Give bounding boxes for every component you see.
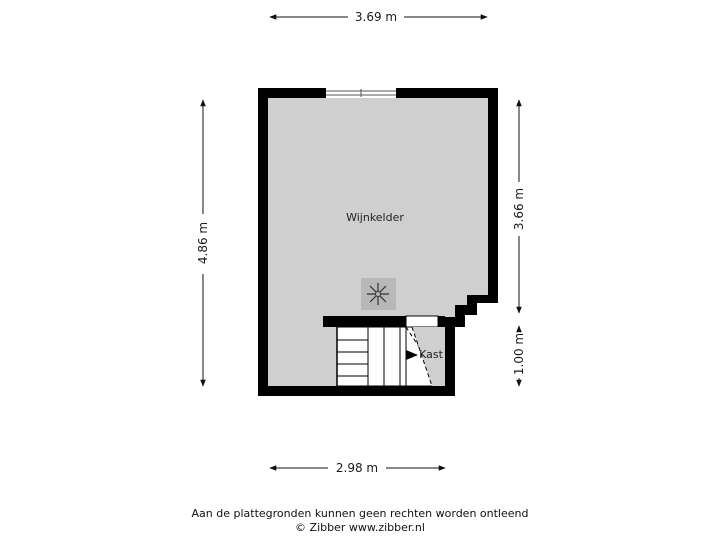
dimension-right-lower-label: 1.00 m	[512, 333, 526, 375]
dimension-right-lower: 1.00 m	[512, 325, 526, 387]
room-label-wijnkelder: Wijnkelder	[346, 211, 404, 224]
copyright-text: © Zibber www.zibber.nl	[295, 521, 425, 534]
dimension-right-upper-label: 3.66 m	[512, 188, 526, 230]
fan-icon	[361, 278, 396, 310]
closet-floor	[412, 327, 445, 386]
dimension-left-label: 4.86 m	[196, 222, 210, 264]
stair-wall	[323, 316, 445, 327]
dimension-left: 4.86 m	[196, 99, 210, 387]
disclaimer-text: Aan de plattegronden kunnen geen rechten…	[191, 507, 529, 520]
wine-cellar-floor	[268, 98, 488, 386]
dimension-top-label: 3.69 m	[355, 10, 397, 24]
stair-landing	[405, 315, 439, 328]
dimension-top: 3.69 m	[269, 10, 488, 24]
stair-direction-arrow	[406, 350, 418, 360]
dimension-bottom: 2.98 m	[269, 461, 446, 475]
dimension-bottom-label: 2.98 m	[336, 461, 378, 475]
dimension-right-upper: 3.66 m	[512, 99, 526, 314]
window	[326, 88, 396, 98]
room-label-kast: Kast	[419, 348, 443, 361]
